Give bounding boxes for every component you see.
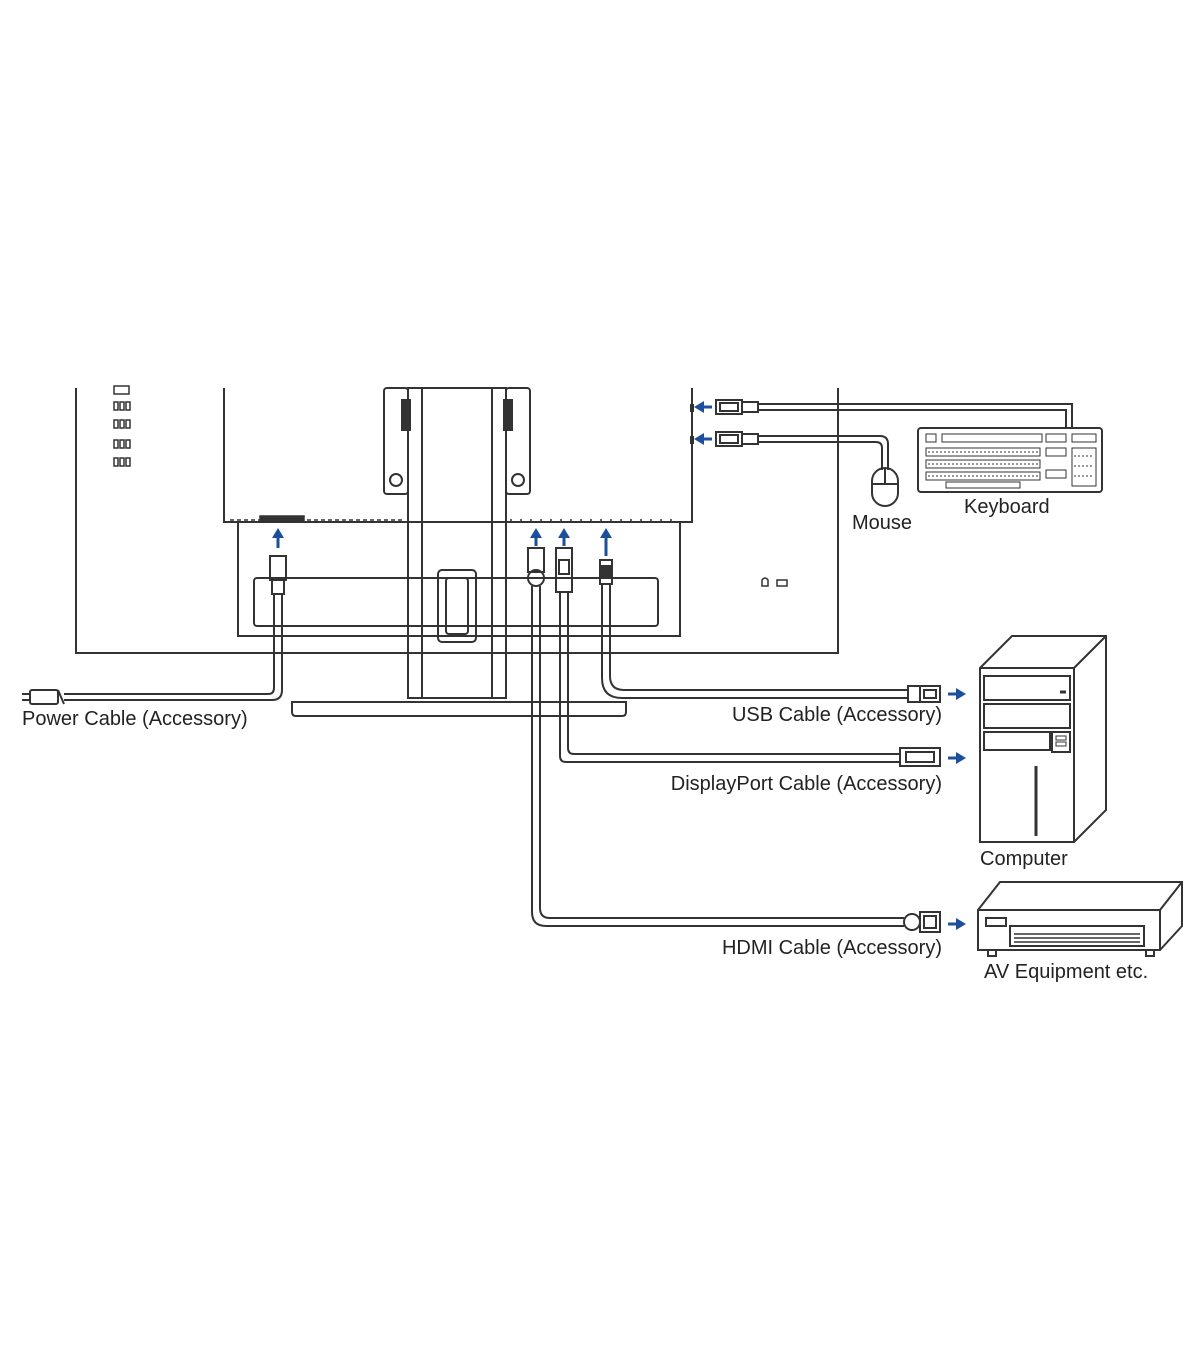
hdmi-arrow-right (948, 918, 966, 930)
keyboard-usb-cable (715, 399, 1073, 428)
hdmi-arrow-up (530, 528, 542, 546)
displayport-cable (555, 547, 941, 767)
usb-cable (599, 559, 941, 703)
mouse-arrow-left (694, 433, 712, 445)
av-equipment-icon (977, 881, 1183, 957)
mouse-label: Mouse (852, 512, 912, 534)
arrows (272, 401, 966, 930)
displayport-arrow-right (948, 752, 966, 764)
computer-icon (979, 635, 1107, 843)
power-arrow-up (272, 528, 284, 548)
computer-label: Computer (980, 848, 1068, 870)
usb-cable-label: USB Cable (Accessory) (732, 704, 942, 726)
hdmi-cable (527, 547, 941, 933)
monitor-buttons (113, 385, 131, 467)
mouse-usb-cable (715, 431, 889, 470)
usb-arrow-up (600, 528, 612, 556)
monitor-back (75, 385, 839, 717)
mouse-icon (871, 467, 899, 507)
keyboard-arrow-left (694, 401, 712, 413)
keyboard-label: Keyboard (964, 496, 1050, 518)
keyboard-icon (917, 427, 1103, 493)
displayport-arrow-up (558, 528, 570, 546)
cables (22, 399, 1073, 933)
usb-arrow-right (948, 688, 966, 700)
power-cable (22, 555, 287, 705)
displayport-cable-label: DisplayPort Cable (Accessory) (671, 773, 942, 795)
power-cable-label: Power Cable (Accessory) (22, 708, 248, 730)
av-equipment-label: AV Equipment etc. (984, 961, 1148, 983)
hdmi-cable-label: HDMI Cable (Accessory) (722, 937, 942, 959)
labels: Power Cable (Accessory) USB Cable (Acces… (22, 496, 1148, 983)
